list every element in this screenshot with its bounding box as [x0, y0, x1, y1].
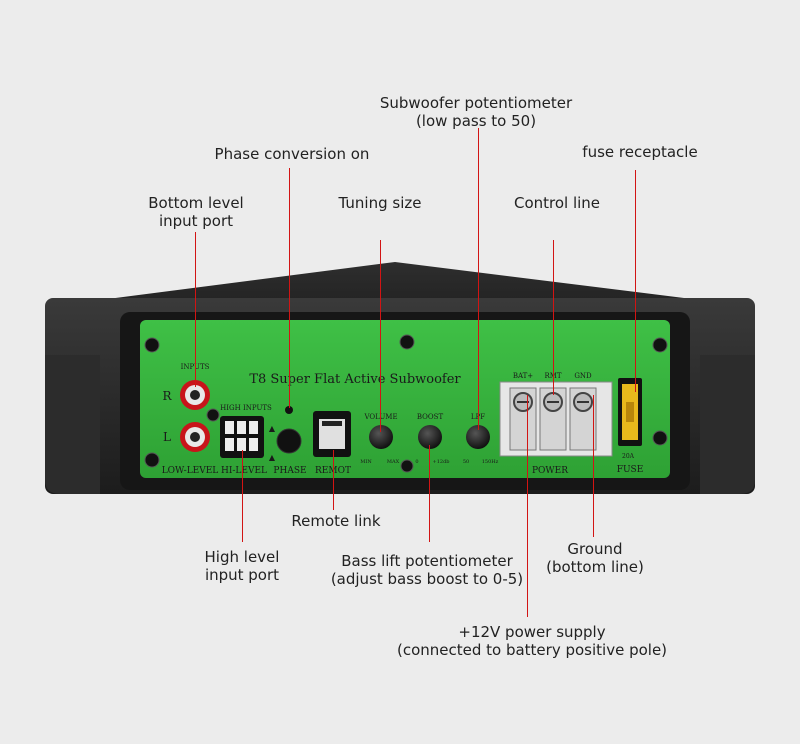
- callout-fuse-receptacle: fuse receptacle: [582, 143, 698, 161]
- leader-phase: [289, 168, 290, 408]
- high-level-connector[interactable]: [220, 416, 264, 458]
- volume-knob[interactable]: [369, 425, 393, 449]
- callout-ground: Ground (bottom line): [546, 540, 644, 576]
- fuse-label: FUSE: [617, 465, 644, 475]
- leader-bottom-level: [195, 232, 196, 387]
- leader-remote: [333, 450, 334, 510]
- phase-switch[interactable]: [276, 428, 302, 454]
- leader-tuning: [380, 240, 381, 432]
- callout-phase-conversion: Phase conversion on: [214, 145, 370, 163]
- channel-r-label: R: [162, 389, 172, 403]
- rca-input-r[interactable]: [180, 380, 210, 410]
- phase-label: PHASE: [273, 466, 306, 476]
- leader-control-line: [553, 240, 554, 395]
- low-level-label: LOW-LEVEL: [162, 466, 219, 476]
- fuse-rating: 20A: [622, 453, 635, 460]
- rca-input-l[interactable]: [180, 422, 210, 452]
- hi-level-label: HI-LEVEL: [221, 466, 267, 476]
- boost-min-label: 0: [415, 459, 418, 465]
- volume-min-label: MIN: [360, 459, 372, 465]
- leader-high-level: [242, 450, 243, 542]
- callout-remote-link: Remote link: [291, 512, 381, 530]
- callout-control-line: Control line: [513, 194, 601, 212]
- terminal-bat-label: BAT+: [513, 372, 533, 380]
- boost-knob[interactable]: [418, 425, 442, 449]
- remote-port[interactable]: [313, 411, 351, 457]
- high-inputs-label: HIGH INPUTS: [220, 404, 272, 412]
- fuse-holder[interactable]: [618, 378, 642, 446]
- callout-bass-lift: Bass lift potentiometer (adjust bass boo…: [330, 552, 524, 588]
- leader-subwoofer-pot: [478, 128, 479, 430]
- lpf-min-label: 50: [463, 459, 469, 465]
- svg-text:▲: ▲: [269, 453, 276, 462]
- terminal-gnd[interactable]: [569, 387, 597, 451]
- leader-fuse: [635, 170, 636, 392]
- callout-tuning-size: Tuning size: [338, 194, 422, 212]
- panel-screws: [144, 334, 668, 473]
- callout-subwoofer-pot: Subwoofer potentiometer (low pass to 50): [379, 94, 573, 130]
- boost-max-label: +12db: [433, 459, 450, 465]
- lpf-knob[interactable]: [466, 425, 490, 449]
- callout-power-supply: +12V power supply (connected to battery …: [396, 623, 668, 659]
- terminal-gnd-label: GND: [574, 372, 592, 380]
- callout-bottom-level-input: Bottom level input port: [148, 194, 244, 230]
- leader-bass-lift: [429, 445, 430, 542]
- leader-power: [527, 395, 528, 617]
- power-label: POWER: [532, 466, 568, 476]
- boost-label: BOOST: [417, 413, 444, 421]
- leader-ground: [593, 395, 594, 537]
- callout-high-level-input: High level input port: [204, 548, 280, 584]
- device-title: T8 Super Flat Active Subwoofer: [249, 372, 461, 387]
- volume-max-label: MAX: [387, 459, 400, 465]
- terminal-rmt[interactable]: [539, 387, 567, 451]
- svg-text:▲: ▲: [269, 424, 276, 433]
- channel-l-label: L: [163, 430, 171, 444]
- lpf-max-label: 150Hz: [482, 459, 499, 465]
- terminal-bat[interactable]: [509, 387, 537, 451]
